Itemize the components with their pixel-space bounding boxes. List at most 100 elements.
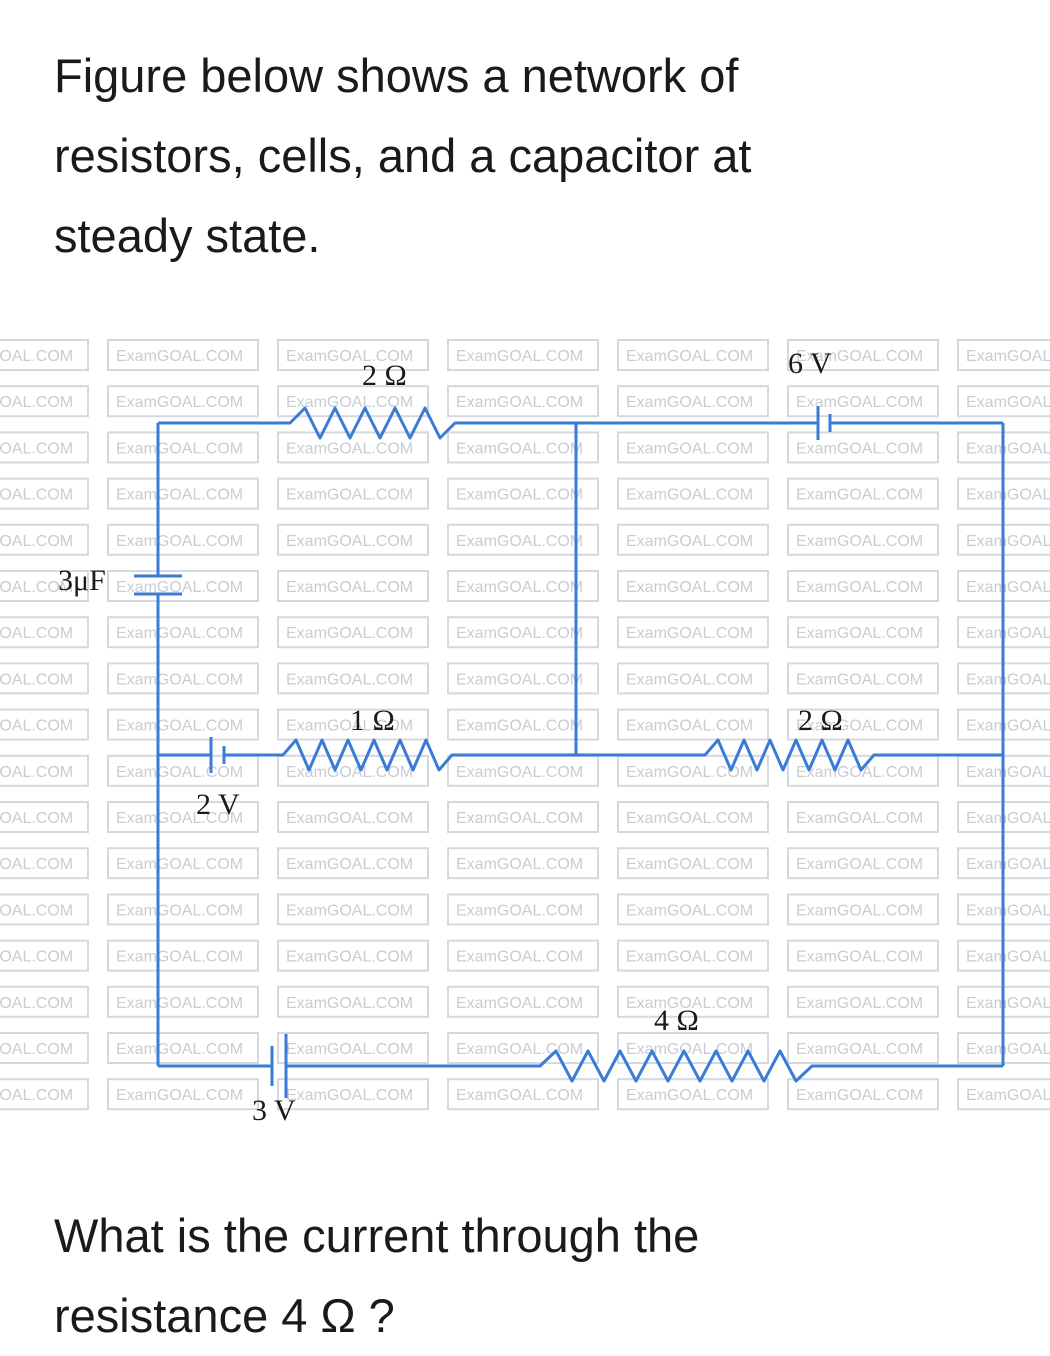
- watermark-text: ExamGOAL.COM: [0, 487, 73, 504]
- watermark-text: ExamGOAL.COM: [0, 440, 73, 457]
- question-intro: Figure below shows a network of resistor…: [54, 36, 954, 276]
- watermark-cell: [277, 1078, 429, 1111]
- watermark-text: ExamGOAL.COM: [796, 995, 923, 1012]
- watermark-text: ExamGOAL.COM: [456, 440, 583, 457]
- watermark-text: ExamGOAL.COM: [0, 625, 73, 642]
- watermark-cell: [107, 1078, 259, 1111]
- watermark-text: ExamGOAL.COM: [116, 1041, 243, 1058]
- watermark-text: ExamGOAL.COM: [626, 487, 753, 504]
- watermark-text: ExamGOAL.COM: [286, 718, 413, 735]
- watermark-cell: [617, 523, 769, 556]
- watermark-cell: [0, 662, 89, 695]
- watermark-cell: [617, 1078, 769, 1111]
- watermark-text: ExamGOAL.COM: [796, 348, 923, 365]
- watermark-cell: [957, 801, 1050, 833]
- watermark-text: ExamGOAL.COM: [456, 625, 583, 642]
- watermark-text: ExamGOAL.COM: [796, 718, 923, 735]
- watermark-text: ExamGOAL.COM: [626, 764, 753, 781]
- watermark-text: ExamGOAL.COM: [0, 810, 73, 827]
- watermark-cell: [787, 616, 939, 649]
- watermark-cell: [787, 847, 939, 880]
- capacitor-label: 3μF: [58, 564, 106, 597]
- watermark-text: ExamGOAL.COM: [0, 1041, 73, 1058]
- watermark-text: ExamGOAL.COM: [966, 1041, 1050, 1058]
- watermark-text: ExamGOAL.COM: [626, 579, 753, 596]
- cell-mid-label: 2 V: [196, 788, 240, 821]
- watermark-cell: [277, 616, 429, 649]
- watermark-cell: [617, 616, 769, 649]
- watermark-text: ExamGOAL.COM: [116, 487, 243, 504]
- watermark-text: ExamGOAL.COM: [626, 394, 753, 411]
- resistor-top-label: 2 Ω: [362, 359, 407, 392]
- watermark-text: ExamGOAL.COM: [456, 394, 583, 411]
- cell-bottom-label: 3 V: [252, 1094, 296, 1127]
- watermark-cell: [0, 1078, 89, 1111]
- circuit-wires: [134, 406, 1005, 1098]
- watermark-text: ExamGOAL.COM: [0, 579, 73, 596]
- watermark-cell: [0, 431, 89, 464]
- watermark-text: ExamGOAL.COM: [0, 348, 73, 365]
- watermark-cell: [0, 801, 89, 833]
- watermark-cell: [0, 893, 89, 926]
- watermark-cell: [447, 801, 599, 833]
- watermark-cell: [0, 570, 89, 602]
- watermark-cell: [107, 431, 259, 464]
- circuit-diagram: ExamGOAL.COM ExamGOAL.COM ExamGOAL.COM Exam…: [0, 339, 1050, 1127]
- watermark-text: ExamGOAL.COM: [796, 949, 923, 966]
- cell-top-label: 6 V: [788, 347, 832, 380]
- watermark-text: ExamGOAL.COM: [626, 348, 753, 365]
- watermark-text: ExamGOAL.COM: [116, 671, 243, 688]
- watermark-text: ExamGOAL.COM: [626, 949, 753, 966]
- watermark-cell: [617, 708, 769, 741]
- watermark-text: ExamGOAL.COM: [286, 625, 413, 642]
- watermark-cell: [0, 477, 89, 510]
- watermark-text: ExamGOAL.COM: [966, 671, 1050, 688]
- watermark-cell: [447, 385, 599, 418]
- resistor-bottom-label: 4 Ω: [654, 1004, 699, 1037]
- top-wire: [158, 406, 1003, 440]
- watermark-text: ExamGOAL.COM: [456, 579, 583, 596]
- watermark-text: ExamGOAL.COM: [966, 348, 1050, 365]
- watermark-cell: [107, 339, 259, 371]
- watermark-text: ExamGOAL.COM: [286, 487, 413, 504]
- watermark-text: ExamGOAL.COM: [456, 949, 583, 966]
- watermark-text: ExamGOAL.COM: [456, 810, 583, 827]
- watermark-text: ExamGOAL.COM: [796, 440, 923, 457]
- watermark-text: ExamGOAL.COM: [796, 1087, 923, 1104]
- watermark-text: ExamGOAL.COM: [966, 487, 1050, 504]
- watermark-text: ExamGOAL.COM: [0, 764, 73, 781]
- watermark-text: ExamGOAL.COM: [966, 579, 1050, 596]
- watermark-cell: [277, 1032, 429, 1064]
- watermark-cell: [447, 477, 599, 510]
- watermark-text: ExamGOAL.COM: [626, 718, 753, 735]
- watermark-cell: [617, 1032, 769, 1064]
- watermark-text: ExamGOAL.COM: [116, 764, 243, 781]
- watermark-cell: [107, 570, 259, 602]
- watermark-cell: [0, 385, 89, 418]
- watermark-text: ExamGOAL.COM: [796, 487, 923, 504]
- watermark-cell: [277, 477, 429, 510]
- intro-line-1: Figure below shows a network of: [54, 49, 739, 102]
- watermark-text: ExamGOAL.COM: [116, 533, 243, 550]
- watermark-cell: [107, 939, 259, 972]
- watermark-text: ExamGOAL.COM: [0, 533, 73, 550]
- watermark-text: ExamGOAL.COM: [116, 949, 243, 966]
- watermark-cell: [277, 754, 429, 787]
- watermark-cell: [617, 339, 769, 371]
- watermark-cell: [0, 616, 89, 649]
- watermark-text: ExamGOAL.COM: [796, 394, 923, 411]
- watermark-cell: [447, 847, 599, 880]
- watermark-text: ExamGOAL.COM: [456, 1087, 583, 1104]
- watermark-cell: [617, 431, 769, 464]
- watermark-cell: [787, 662, 939, 695]
- watermark-cell: [277, 523, 429, 556]
- watermark-text: ExamGOAL.COM: [286, 995, 413, 1012]
- watermark-cell: [787, 1032, 939, 1064]
- watermark-text: ExamGOAL.COM: [796, 579, 923, 596]
- watermark-cell: [107, 801, 259, 833]
- watermark-cell: [277, 847, 429, 880]
- watermark-cell: [107, 1032, 259, 1064]
- watermark-text: ExamGOAL.COM: [116, 995, 243, 1012]
- watermark-cell: [0, 939, 89, 972]
- watermark-cell: [107, 847, 259, 880]
